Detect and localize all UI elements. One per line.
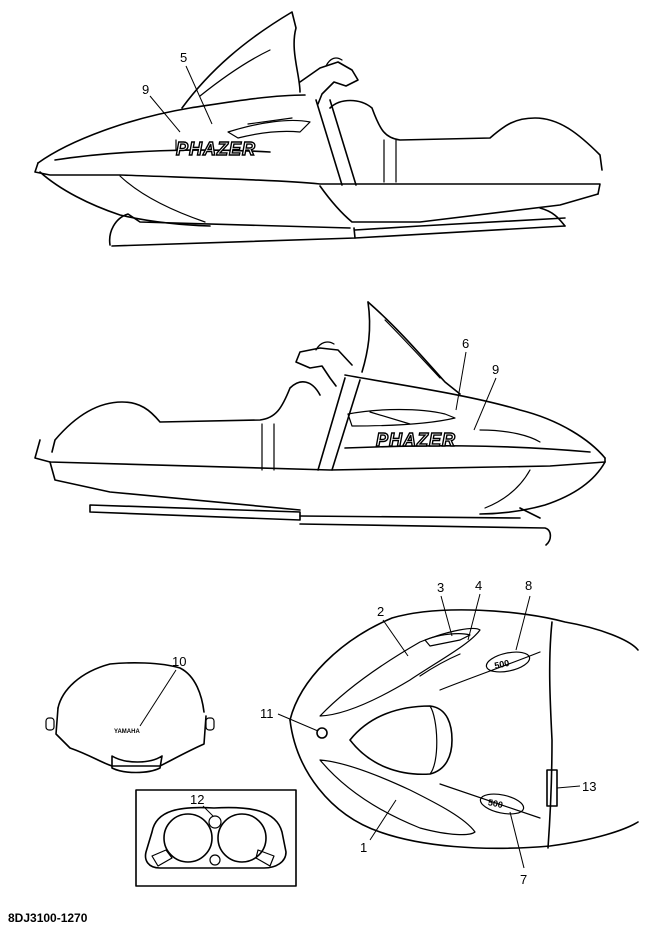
- callout-7: 7: [520, 872, 527, 887]
- hood-number-lower: 500: [487, 797, 504, 810]
- callout-8: 8: [525, 578, 532, 593]
- callout-6: 6: [462, 336, 469, 351]
- snowmobile-side-right-view: PHAZER: [34, 301, 606, 546]
- callout-4: 4: [475, 578, 482, 593]
- callout-11: 11: [260, 706, 274, 721]
- callout-9-top: 9: [142, 82, 149, 97]
- callout-2: 2: [377, 604, 384, 619]
- callout-1: 1: [360, 840, 367, 855]
- callout-10: 10: [172, 654, 186, 669]
- callout-3: 3: [437, 580, 444, 595]
- callout-labels: 5 9 6 9 3 4 8 2 10 11 13 12 1 7: [142, 50, 596, 887]
- windshield-front-view: YAMAHA: [45, 662, 215, 774]
- gauge-panel-inset: [135, 789, 297, 887]
- leader-lines: [139, 65, 581, 869]
- snowmobile-side-left-view: PHAZER: [34, 11, 603, 247]
- callout-13: 13: [582, 779, 596, 794]
- phazer-decal-top: PHAZER: [176, 139, 256, 159]
- callout-5: 5: [180, 50, 187, 65]
- yamaha-windshield-decal: YAMAHA: [114, 729, 140, 735]
- hood-top-view: 500 500: [289, 609, 639, 850]
- phazer-decal-mid: PHAZER: [376, 430, 456, 450]
- callout-9-mid: 9: [492, 362, 499, 377]
- callout-12: 12: [190, 792, 204, 807]
- hood-number-upper: 500: [493, 658, 510, 671]
- diagram-code: 8DJ3100-1270: [8, 911, 88, 925]
